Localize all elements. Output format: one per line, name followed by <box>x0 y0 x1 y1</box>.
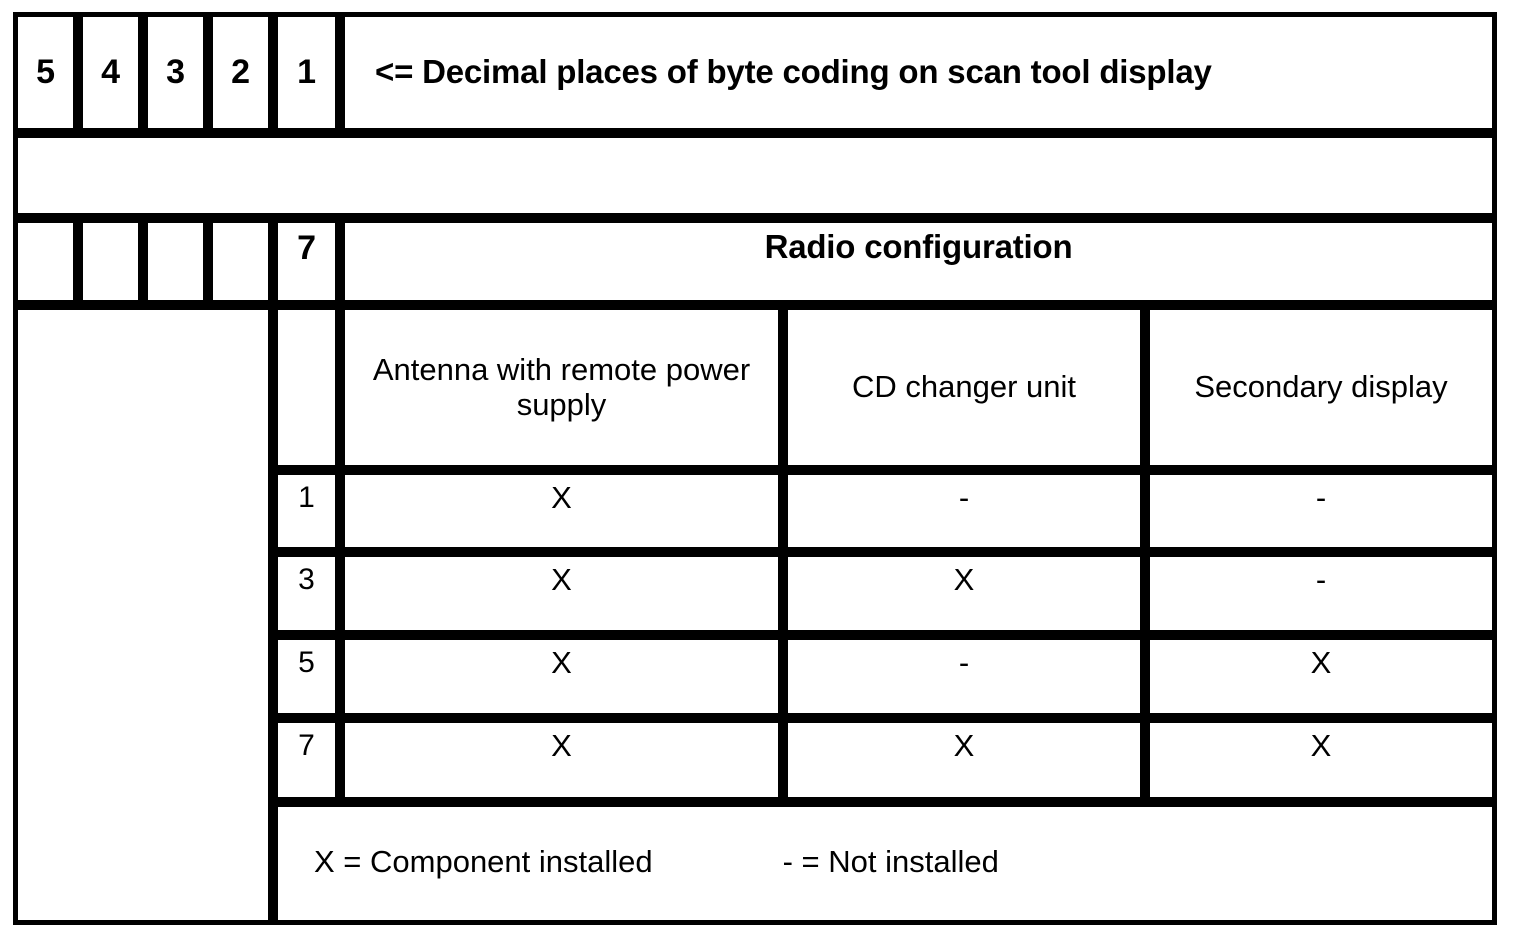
cell-mark: X <box>551 480 572 515</box>
column-header-rownum-cell <box>273 305 340 470</box>
cell-mark: X <box>551 728 572 763</box>
header-note-text: <= Decimal places of byte coding on scan… <box>375 53 1212 91</box>
cell-mark: X <box>953 728 975 763</box>
column-header-label: Secondary display <box>1194 369 1448 405</box>
cell-mark: - <box>1315 480 1327 515</box>
decimal-place-digit: 3 <box>166 53 185 92</box>
cell-mark: X <box>1310 728 1332 763</box>
spacer-row <box>13 133 1497 218</box>
cell-mark: - <box>958 480 970 515</box>
table-row-code-cell: 7 <box>273 718 340 802</box>
table-row-code-cell: 5 <box>273 635 340 718</box>
byte-row-empty-cell-4 <box>78 218 143 305</box>
table-cell-cd-changer: - <box>783 635 1145 718</box>
table-cell-secondary-display: - <box>1145 470 1497 552</box>
column-header-label: CD changer unit <box>851 369 1076 405</box>
table-cell-secondary-display: X <box>1145 718 1497 802</box>
decimal-place-cell-5: 5 <box>13 12 78 133</box>
legend-not-installed-text: - = Not installed <box>782 844 999 879</box>
table-cell-secondary-display: - <box>1145 552 1497 635</box>
cell-mark: X <box>551 562 572 597</box>
cell-mark: X <box>953 562 975 597</box>
table-cell-cd-changer: X <box>783 718 1145 802</box>
decimal-place-cell-3: 3 <box>143 12 208 133</box>
column-header-antenna: Antenna with remote power supply <box>340 305 783 470</box>
row-code-text: 7 <box>298 729 315 762</box>
decimal-place-cell-4: 4 <box>78 12 143 133</box>
legend-row: X = Component installed - = Not installe… <box>273 802 1497 925</box>
row-code-text: 3 <box>298 563 315 596</box>
table-cell-antenna: X <box>340 470 783 552</box>
legend-installed-text: X = Component installed <box>314 844 653 879</box>
byte-number-cell: 7 <box>273 218 340 305</box>
decimal-place-digit: 5 <box>36 53 55 92</box>
table-cell-antenna: X <box>340 635 783 718</box>
row-code-text: 1 <box>298 481 315 514</box>
column-header-secondary-display: Secondary display <box>1145 305 1497 470</box>
section-title-text: Radio configuration <box>764 228 1073 265</box>
table-cell-secondary-display: X <box>1145 635 1497 718</box>
cell-mark: X <box>1310 645 1332 680</box>
byte-row-empty-cell-3 <box>143 218 208 305</box>
table-row-code-cell: 1 <box>273 470 340 552</box>
byte-number-text: 7 <box>297 229 316 267</box>
cell-mark: X <box>551 645 572 680</box>
decimal-place-digit: 1 <box>297 53 316 92</box>
byte-row-empty-cell-2 <box>208 218 273 305</box>
decimal-place-cell-1: 1 <box>273 12 340 133</box>
column-header-label: Antenna with remote power supply <box>372 351 759 422</box>
left-empty-block <box>13 305 273 925</box>
table-row-code-cell: 3 <box>273 552 340 635</box>
row-code-text: 5 <box>298 646 315 679</box>
cell-mark: - <box>1315 562 1327 597</box>
table-cell-antenna: X <box>340 552 783 635</box>
cell-mark: - <box>958 645 970 680</box>
header-note-cell: <= Decimal places of byte coding on scan… <box>340 12 1497 133</box>
table-cell-cd-changer: X <box>783 552 1145 635</box>
column-header-cd-changer: CD changer unit <box>783 305 1145 470</box>
byte-row-empty-cell-5 <box>13 218 78 305</box>
section-title-cell: Radio configuration <box>340 218 1497 305</box>
table-cell-antenna: X <box>340 718 783 802</box>
table-cell-cd-changer: - <box>783 470 1145 552</box>
decimal-place-digit: 2 <box>231 53 250 92</box>
decimal-place-cell-2: 2 <box>208 12 273 133</box>
decimal-place-digit: 4 <box>101 53 120 92</box>
